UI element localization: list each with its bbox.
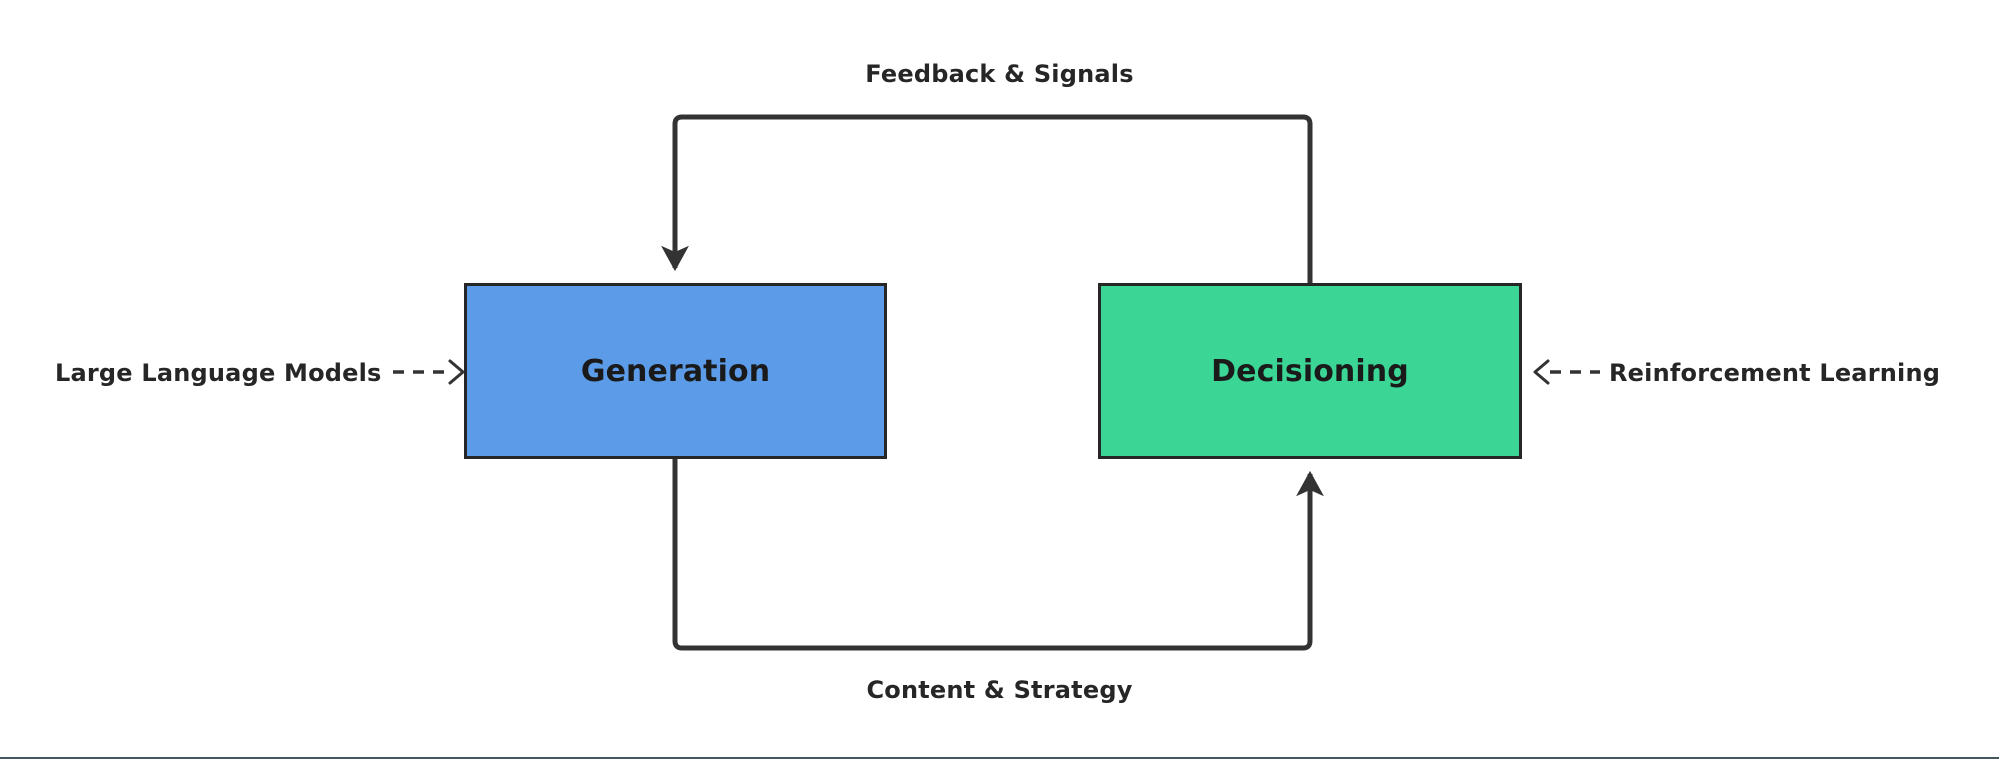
edge-feedback-signals-path [661,114,1313,283]
edge-label-content-strategy: Content & Strategy [866,676,1133,704]
edge-content-strategy-path [672,459,1324,651]
edge-label-reinforcement-learning: Reinforcement Learning [1609,359,1941,387]
node-decisioning-label: Decisioning [1211,353,1409,389]
edge-large-language-models-arrowhead [448,359,465,385]
edge-label-feedback-signals: Feedback & Signals [865,60,1134,88]
node-decisioning[interactable]: Decisioning [1098,283,1522,459]
edge-label-large-language-models: Large Language Models [55,359,382,387]
bottom-divider [0,757,1999,759]
edge-reinforcement-learning-arrowhead [1533,359,1550,385]
node-generation-label: Generation [580,353,771,389]
node-generation[interactable]: Generation [464,283,887,459]
